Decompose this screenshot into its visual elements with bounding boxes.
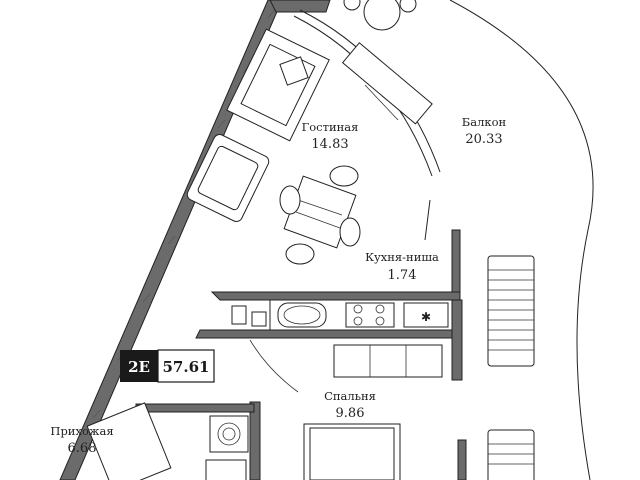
apartment-type-label: 2E xyxy=(128,358,150,376)
svg-text:✱: ✱ xyxy=(421,310,431,324)
kitchen-area: 1.74 xyxy=(388,268,417,283)
kitchen-counter: ✱ xyxy=(195,291,461,339)
hallway-name: Прихожая xyxy=(50,424,113,438)
bedroom-area: 9.86 xyxy=(336,406,365,421)
hallway-area: 6.68 xyxy=(68,441,97,456)
balcony-name: Балкон xyxy=(462,115,507,129)
lounger-top xyxy=(487,255,535,367)
wardrobe xyxy=(333,344,443,378)
balcony-table xyxy=(343,0,417,31)
lounger-bottom xyxy=(487,429,535,480)
washing-machine xyxy=(209,415,249,453)
apartment-total-area: 57.61 xyxy=(163,358,210,376)
bathroom-wall xyxy=(249,401,261,480)
living-room-name: Гостиная xyxy=(302,120,359,134)
balcony-outline xyxy=(449,0,594,480)
door-arc xyxy=(249,339,299,393)
badge-type-box xyxy=(120,350,158,382)
living-room-area: 14.83 xyxy=(311,137,348,152)
badge-area-box xyxy=(157,349,215,383)
bedroom-name: Спальня xyxy=(324,389,376,403)
exterior-wall-diagonal xyxy=(59,0,283,480)
kitchen-name: Кухня-ниша xyxy=(365,250,439,264)
tv-stand xyxy=(341,42,433,125)
bath-fixture xyxy=(205,459,247,480)
apartment-badge: 2E 57.61 xyxy=(120,349,215,383)
balcony-partition xyxy=(457,439,467,480)
kitchen-side-wall xyxy=(451,229,461,301)
hallway-top-wall xyxy=(135,403,255,413)
armchair xyxy=(186,134,270,222)
dining-table xyxy=(279,165,361,265)
hallway-wardrobe xyxy=(86,402,172,480)
right-wall xyxy=(451,299,463,381)
balcony-area: 20.33 xyxy=(465,132,502,147)
top-wall xyxy=(269,0,331,13)
sofa xyxy=(226,28,330,142)
bed xyxy=(303,423,401,480)
partition-line xyxy=(424,199,431,241)
